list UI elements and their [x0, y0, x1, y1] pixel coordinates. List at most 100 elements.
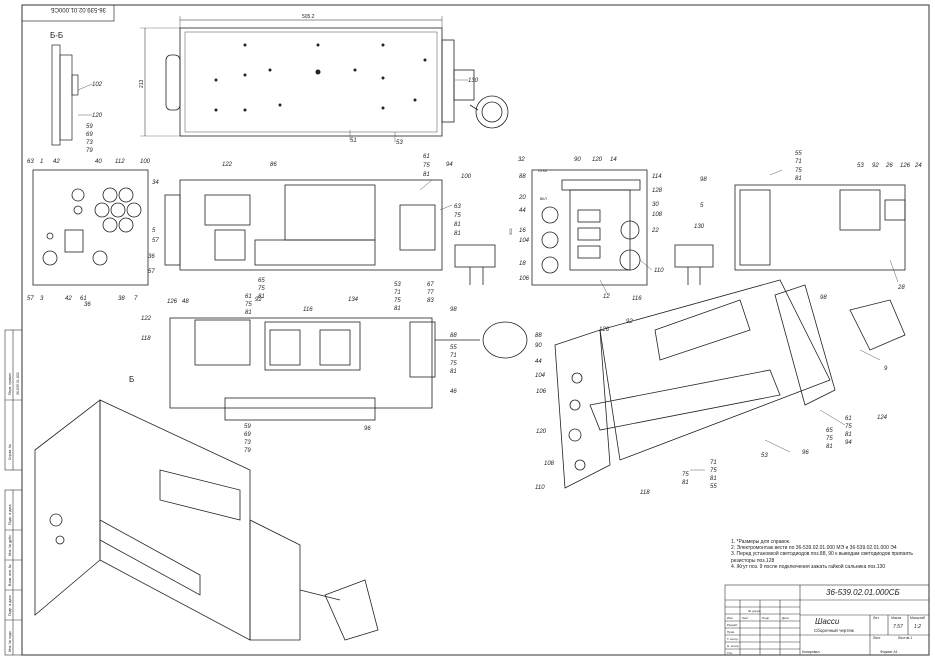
left-margin — [4, 329, 23, 656]
callout-number: 71 — [710, 460, 717, 466]
callout-number: 42 — [53, 159, 60, 165]
callout-number: 63 — [454, 204, 461, 210]
callout-number: 57 — [152, 238, 159, 244]
top-stamp: 36-539.02.01.000СБ — [21, 4, 115, 22]
callout-number: 5 — [700, 203, 704, 209]
callout-number: 124 — [877, 415, 888, 421]
callout-number: 126 — [900, 163, 911, 169]
callout-number: 126 — [599, 327, 610, 333]
note-line: резисторы поз.128 — [731, 557, 775, 564]
callout-number: 61 — [80, 296, 87, 302]
callout-number: 77 — [427, 290, 434, 296]
callout-number: 46 — [450, 389, 457, 395]
callout-number: 114 — [652, 174, 662, 180]
callout-number: 12 — [603, 294, 610, 300]
callout-number: 51 — [350, 138, 357, 144]
col-scale: Масштаб — [910, 616, 925, 620]
col-lit: Лит. — [873, 616, 880, 620]
callout-number: 26 — [885, 163, 893, 169]
callout-number: 38 — [118, 296, 125, 302]
callout-number: 34 — [152, 180, 159, 186]
margin-label: Перв. примен. — [8, 372, 12, 395]
callout-number: 94 — [446, 162, 453, 168]
callout-number: 71 — [394, 290, 401, 296]
callout-number: 14 — [610, 157, 617, 163]
callout-number: 81 — [394, 306, 401, 312]
change-col: № докум. — [748, 609, 762, 613]
margin-label: Взам. инв. № — [8, 564, 12, 586]
callout-number: 81 — [454, 222, 461, 228]
callout-number: 20 — [518, 195, 526, 201]
designation: 36-539.02.01.000СБ — [826, 588, 900, 597]
callout-number: 90 — [535, 343, 542, 349]
callout-number: 69 — [244, 432, 251, 438]
callout-number: 79 — [244, 448, 251, 454]
callout-leaders — [77, 79, 899, 471]
callout-number: 75 — [394, 298, 401, 304]
callout-number: 65 — [258, 278, 265, 284]
callout-number: 92 — [626, 319, 633, 325]
margin-label: Подп. и дата — [8, 595, 12, 616]
callout-number: 122 — [222, 162, 233, 168]
callout-number: 90 — [574, 157, 581, 163]
margin-label: Подп. и дата — [8, 504, 12, 525]
callout-number: 108 — [544, 461, 555, 467]
callout-number: 61 — [245, 294, 252, 300]
control-panel-view — [531, 169, 648, 286]
title-block — [724, 584, 930, 656]
side-view — [164, 179, 496, 285]
callout-number: 112 — [115, 159, 125, 165]
margin-label: 36-539.01.000 — [16, 372, 20, 395]
callout-number: 110 — [535, 485, 545, 491]
callout-number: 81 — [245, 310, 252, 316]
left-margin-labels: Перв. примен. 36-539.01.000 Справ. № Под… — [8, 372, 20, 652]
callout-number: 73 — [86, 140, 93, 146]
callout-number: 108 — [652, 212, 663, 218]
front-panel-view — [32, 169, 149, 286]
callout-number: 81 — [682, 480, 689, 486]
callout-number: 55 — [795, 151, 802, 157]
callout-number: 73 — [244, 440, 251, 446]
section-title: Б-Б — [50, 31, 63, 40]
callout-number: 59 — [244, 424, 251, 430]
callout-number: 75 — [454, 213, 461, 219]
callout-number: 18 — [519, 261, 526, 267]
callout-number: 98 — [700, 177, 707, 183]
callout-number: 92 — [255, 297, 262, 303]
format-label: Формат А1 — [880, 650, 898, 654]
callout-number: 118 — [640, 490, 650, 496]
callout-number: 61 — [423, 154, 430, 160]
margin-label: Инв. № подл. — [8, 630, 12, 652]
callout-number: 48 — [182, 299, 189, 305]
callout-number: 83 — [427, 298, 434, 304]
callout-number: 128 — [652, 188, 663, 194]
callout-number: 88 — [519, 174, 526, 180]
note-line: 1. *Размеры для справок. — [731, 539, 791, 545]
callout-number: 116 — [303, 307, 313, 313]
callout-number: 134 — [348, 297, 359, 303]
top-view-holes — [214, 43, 427, 112]
callout-number: 120 — [536, 429, 547, 435]
callout-number: 36 — [148, 254, 155, 260]
callout-number: 120 — [592, 157, 603, 163]
callout-number: 75 — [845, 424, 852, 430]
plan-view — [169, 317, 528, 421]
dimension-width: 505.2 — [302, 14, 315, 20]
callout-number: 81 — [710, 476, 717, 482]
callout-number: 28 — [897, 285, 905, 291]
callout-number: 1 — [40, 159, 43, 165]
change-col: Изм — [727, 616, 733, 620]
note-line: 3. Перед установкой светодиодов поз.88, … — [731, 551, 913, 558]
callout-number: 55 — [710, 484, 717, 490]
col-mass: Масса — [891, 616, 902, 620]
callout-number: 53 — [761, 453, 768, 459]
callout-number: 122 — [141, 316, 152, 322]
callout-number: 96 — [364, 426, 371, 432]
callout-number: 44 — [519, 208, 526, 214]
top-view — [140, 16, 509, 137]
callout-number: 92 — [872, 163, 879, 169]
callout-number: 81 — [423, 172, 430, 178]
role-label: Пров. — [727, 630, 735, 634]
callout-number: 86 — [270, 162, 277, 168]
